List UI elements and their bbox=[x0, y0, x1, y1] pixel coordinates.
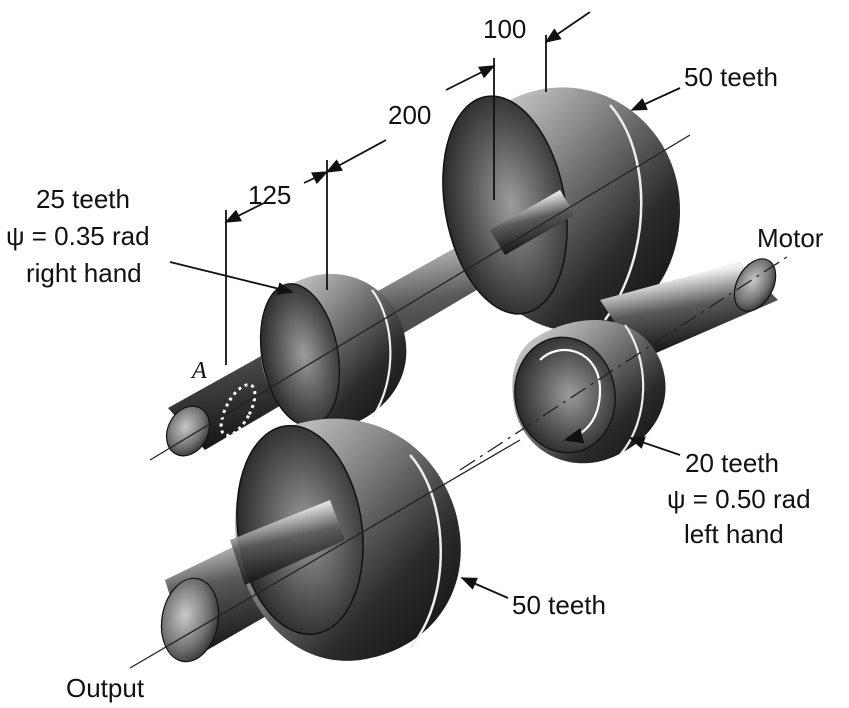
dimension-200-label: 200 bbox=[388, 100, 431, 130]
pinion-motor-teeth-label: 20 teeth bbox=[685, 448, 779, 478]
gear-bottom-label: 50 teeth bbox=[512, 590, 606, 620]
bearing-dots-left bbox=[219, 383, 257, 437]
pinion-left-hand-label: right hand bbox=[26, 258, 142, 288]
pinion-left-helix-label: ψ = 0.35 rad bbox=[6, 221, 150, 251]
point-a-label: A bbox=[190, 358, 207, 384]
pinion-20-teeth bbox=[512, 320, 666, 464]
gear-top-right-label: 50 teeth bbox=[684, 62, 778, 92]
pinion-motor-hand-label: left hand bbox=[684, 519, 784, 549]
pinion-motor-helix-label: ψ = 0.50 rad bbox=[667, 484, 811, 514]
axis-lines bbox=[129, 134, 791, 669]
pinion-25-teeth bbox=[259, 273, 407, 429]
leader-arrows bbox=[169, 87, 681, 599]
motor-shaft bbox=[600, 258, 778, 360]
rotation-arrow-icon bbox=[539, 348, 602, 444]
dimension-100-label: 100 bbox=[483, 14, 526, 44]
dimension-lines bbox=[224, 11, 591, 365]
dimension-125-label: 125 bbox=[248, 180, 291, 210]
output-label: Output bbox=[66, 673, 145, 703]
motor-label: Motor bbox=[757, 223, 824, 253]
pinion-left-teeth-label: 25 teeth bbox=[36, 184, 130, 214]
